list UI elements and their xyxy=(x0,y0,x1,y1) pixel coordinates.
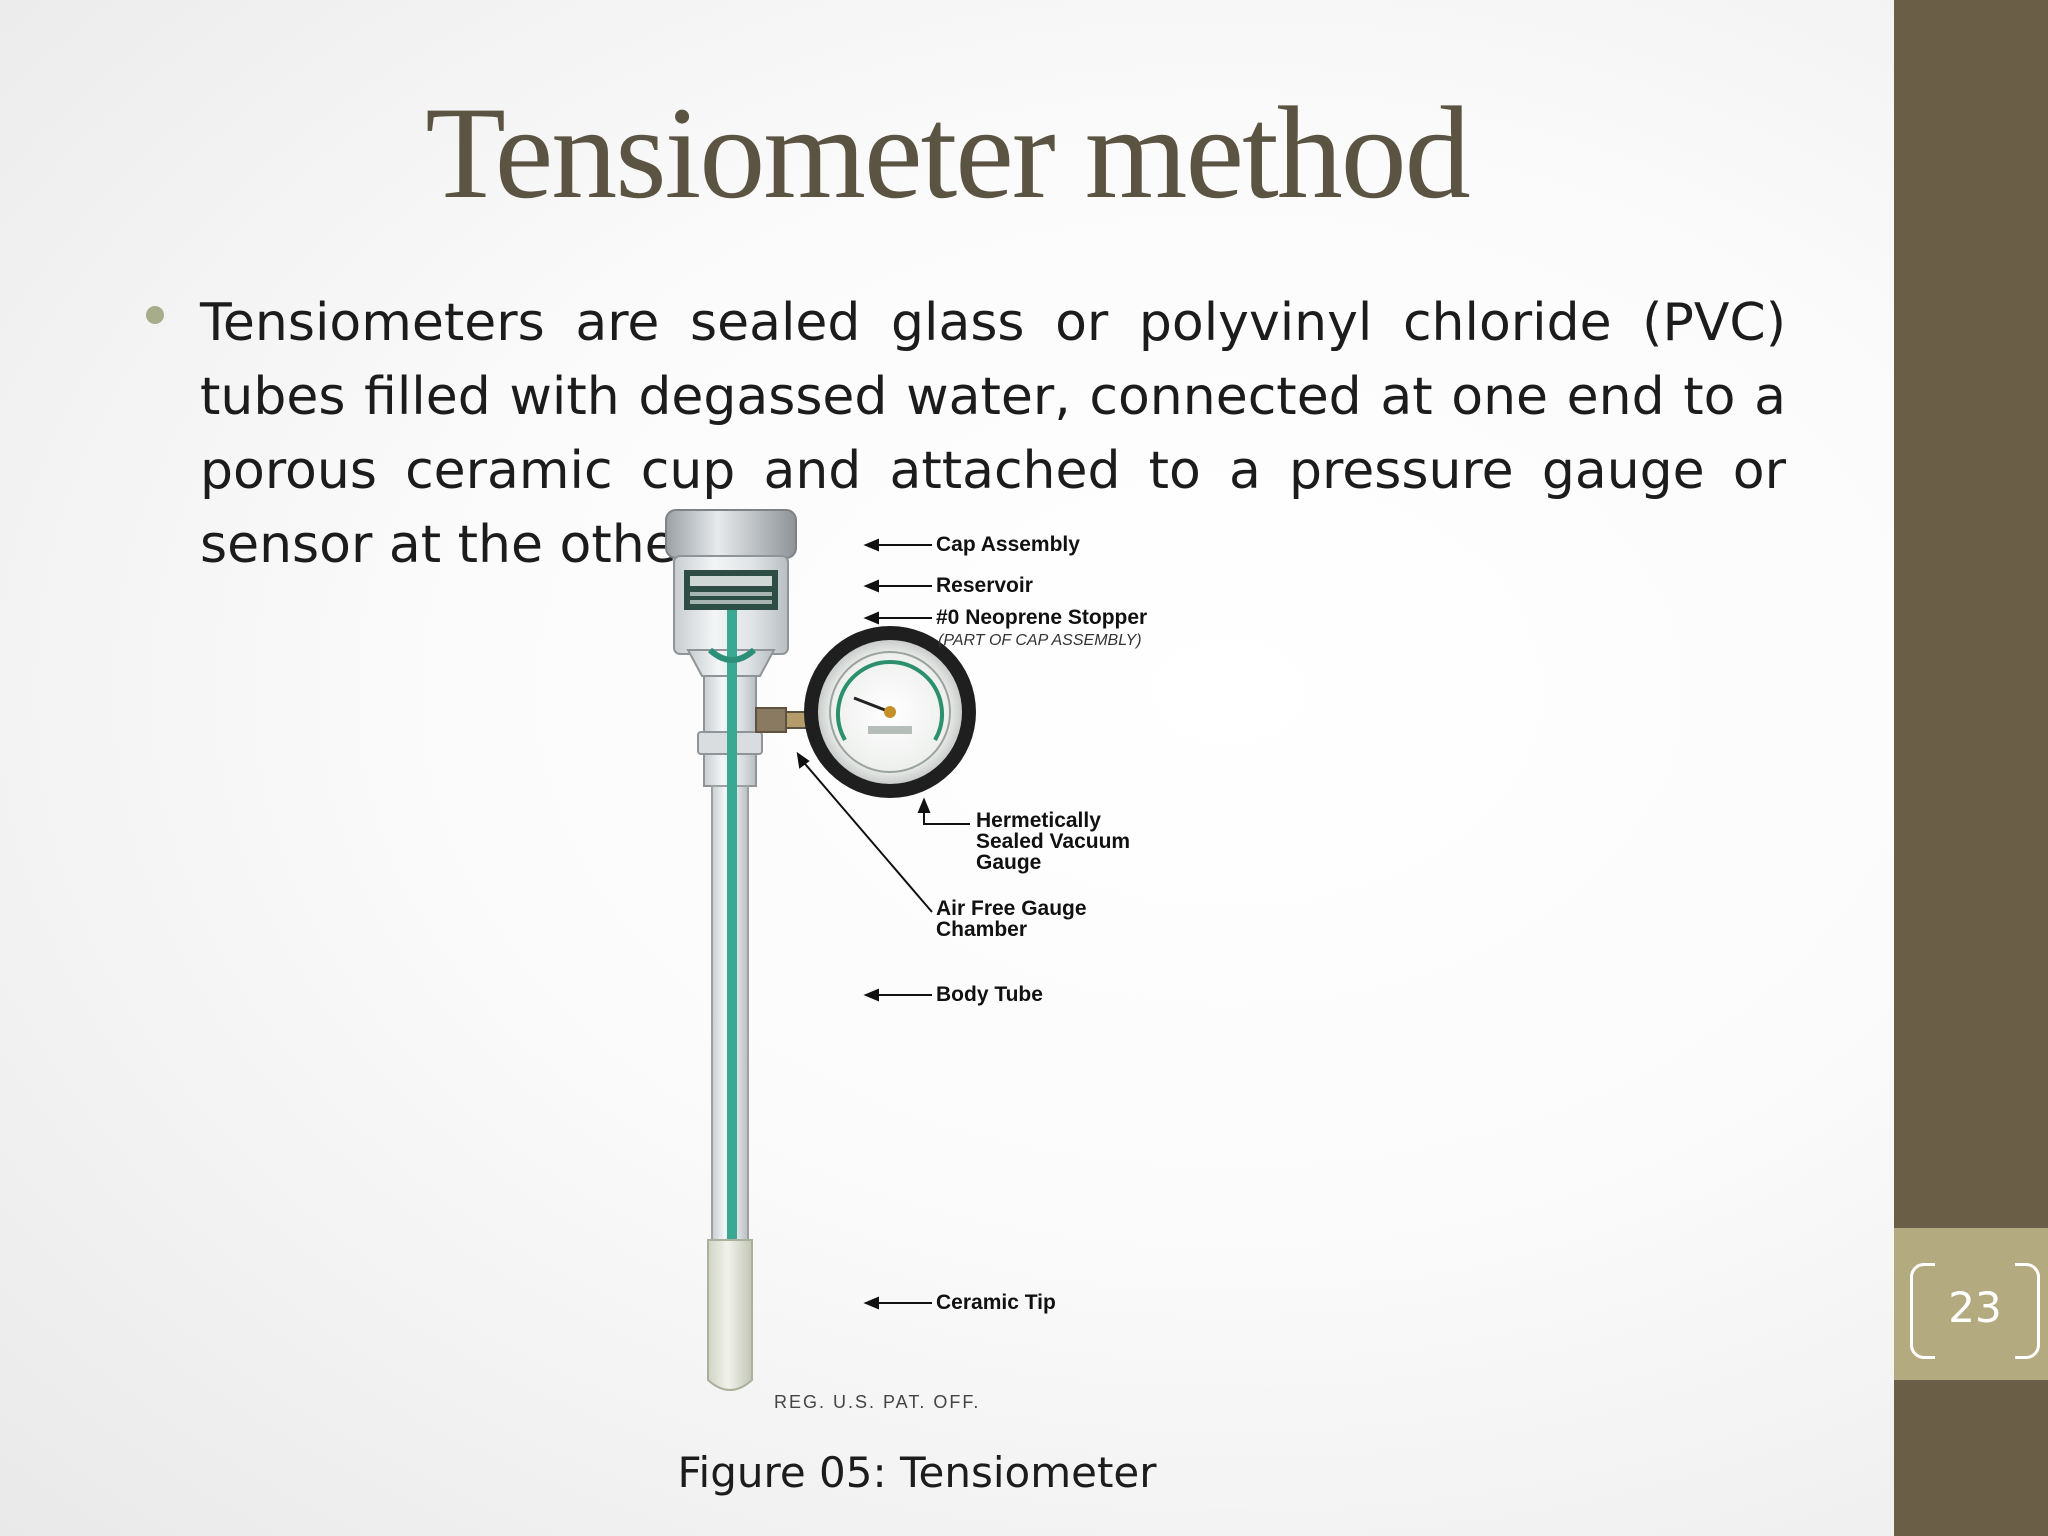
callout-gauge-line1: Hermetically xyxy=(976,809,1101,832)
figure-caption: Figure 05: Tensiometer xyxy=(677,1448,1157,1497)
callout-cap-assembly: Cap Assembly xyxy=(936,533,1080,556)
bullet-text: Tensiometers are sealed glass or polyvin… xyxy=(200,293,1786,575)
bullet-dot-icon xyxy=(146,306,164,324)
callout-gauge-line3: Gauge xyxy=(976,851,1042,874)
ceramic-tip xyxy=(707,1239,753,1391)
page-number: 23 xyxy=(1948,1283,2002,1332)
tensiometer-figure: Cap Assembly Reservoir #0 Neoprene Stopp… xyxy=(640,500,1260,1410)
callout-chamber-line1: Air Free Gauge xyxy=(936,897,1087,920)
cap-top xyxy=(665,509,797,559)
callout-ceramic-tip: Ceramic Tip xyxy=(936,1291,1056,1314)
callout-chamber-line2: Chamber xyxy=(936,918,1028,941)
callout-stopper-note: (PART OF CAP ASSEMBLY) xyxy=(938,632,1142,649)
page-number-bracket xyxy=(1910,1263,2040,1359)
water-column xyxy=(727,610,737,1250)
callout-gauge-line2: Sealed Vacuum xyxy=(976,830,1131,853)
device-marking: REG. U.S. PAT. OFF. xyxy=(774,1392,981,1412)
slide-title: Tensiometer method xyxy=(425,79,1470,226)
callout-stopper: #0 Neoprene Stopper xyxy=(936,606,1148,629)
callout-body-tube: Body Tube xyxy=(936,983,1043,1006)
tensiometer-drawing xyxy=(665,509,976,1391)
callout-reservoir: Reservoir xyxy=(936,574,1033,597)
